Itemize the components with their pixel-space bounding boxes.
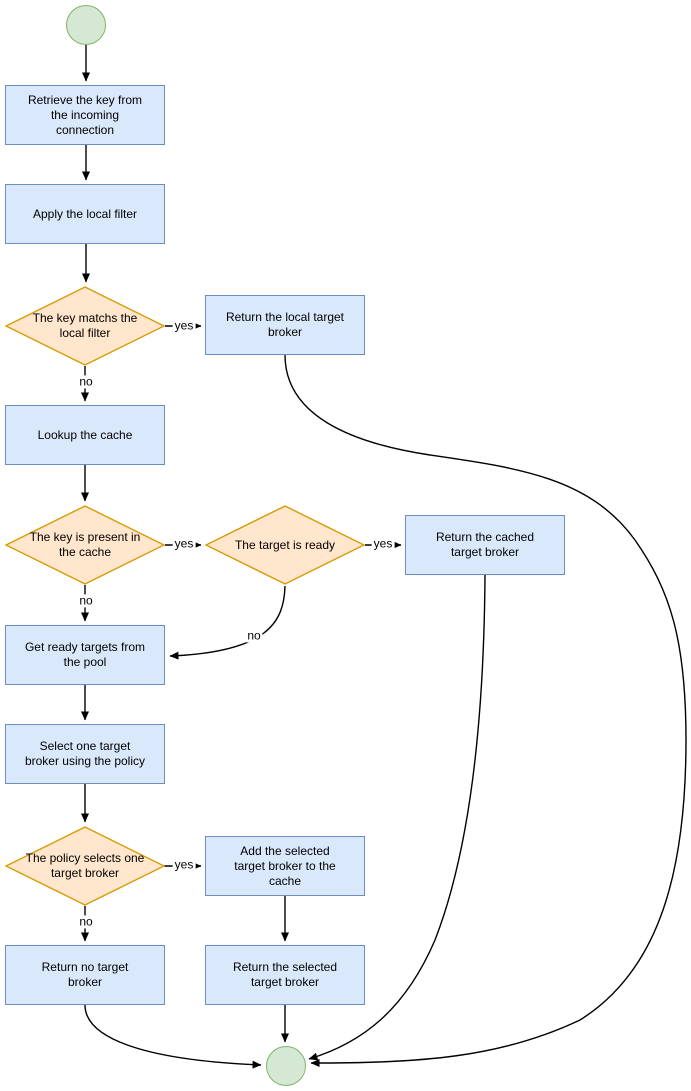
node-policy-selects-label: The policy selects one target broker: [25, 851, 145, 880]
edge-label-keymatch-no: no: [77, 374, 95, 389]
edge-returnlocal-to-end: [284, 354, 687, 1067]
node-get-ready-targets-label: Get ready targets from the pool: [24, 640, 146, 669]
diamond-shape: [5, 286, 165, 366]
node-return-selected-broker: Return the selected target broker: [205, 945, 365, 1005]
node-end-terminal: [266, 1046, 306, 1086]
node-select-broker: Select one target broker using the polic…: [5, 724, 165, 784]
edge-label-keyincache-yes: yes: [172, 536, 196, 551]
edge-label-targetready-no: no: [245, 628, 263, 643]
node-get-ready-targets: Get ready targets from the pool: [5, 625, 165, 685]
node-key-matches-filter-label: The key matchs the local filter: [32, 311, 138, 340]
node-return-selected-broker-label: Return the selected target broker: [232, 960, 338, 989]
node-add-to-cache-label: Add the selected target broker to the ca…: [234, 843, 336, 888]
node-lookup-cache: Lookup the cache: [5, 405, 165, 465]
node-add-to-cache: Add the selected target broker to the ca…: [205, 836, 365, 896]
node-key-in-cache-label: The key is present in the cache: [29, 530, 141, 559]
node-lookup-cache-label: Lookup the cache: [37, 427, 133, 442]
node-start-terminal: [66, 5, 106, 45]
node-target-ready-label: The target is ready: [234, 537, 336, 552]
node-target-ready: The target is ready: [205, 505, 365, 585]
edge-label-keymatch-yes: yes: [172, 318, 196, 333]
edge-targetready-no: [169, 585, 286, 660]
node-return-cached-broker: Return the cached target broker: [405, 515, 565, 575]
node-retrieve-key: Retrieve the key from the incoming conne…: [5, 85, 165, 145]
node-return-local-broker-label: Return the local target broker: [225, 310, 345, 339]
edge-label-keyincache-no: no: [77, 593, 95, 608]
diamond-shape: [5, 826, 165, 906]
edge-label-policy-no: no: [77, 914, 95, 929]
node-key-matches-filter: The key matchs the local filter: [5, 286, 165, 366]
node-policy-selects: The policy selects one target broker: [5, 826, 165, 906]
node-return-cached-broker-label: Return the cached target broker: [435, 530, 535, 559]
node-return-no-broker: Return no target broker: [5, 945, 165, 1005]
node-return-no-broker-label: Return no target broker: [41, 960, 129, 989]
node-return-local-broker: Return the local target broker: [205, 295, 365, 355]
diamond-shape: [205, 505, 365, 585]
node-key-in-cache: The key is present in the cache: [5, 505, 165, 585]
node-select-broker-label: Select one target broker using the polic…: [24, 739, 146, 768]
edge-returncached-to-end: [308, 574, 486, 1061]
edge-label-policy-yes: yes: [172, 857, 196, 872]
node-retrieve-key-label: Retrieve the key from the incoming conne…: [27, 92, 143, 137]
diamond-shape: [5, 505, 165, 585]
edge-label-targetready-yes: yes: [371, 536, 395, 551]
node-apply-local-filter: Apply the local filter: [5, 184, 165, 244]
edge-returnno-to-end: [84, 1004, 262, 1069]
node-apply-local-filter-label: Apply the local filter: [32, 206, 138, 221]
